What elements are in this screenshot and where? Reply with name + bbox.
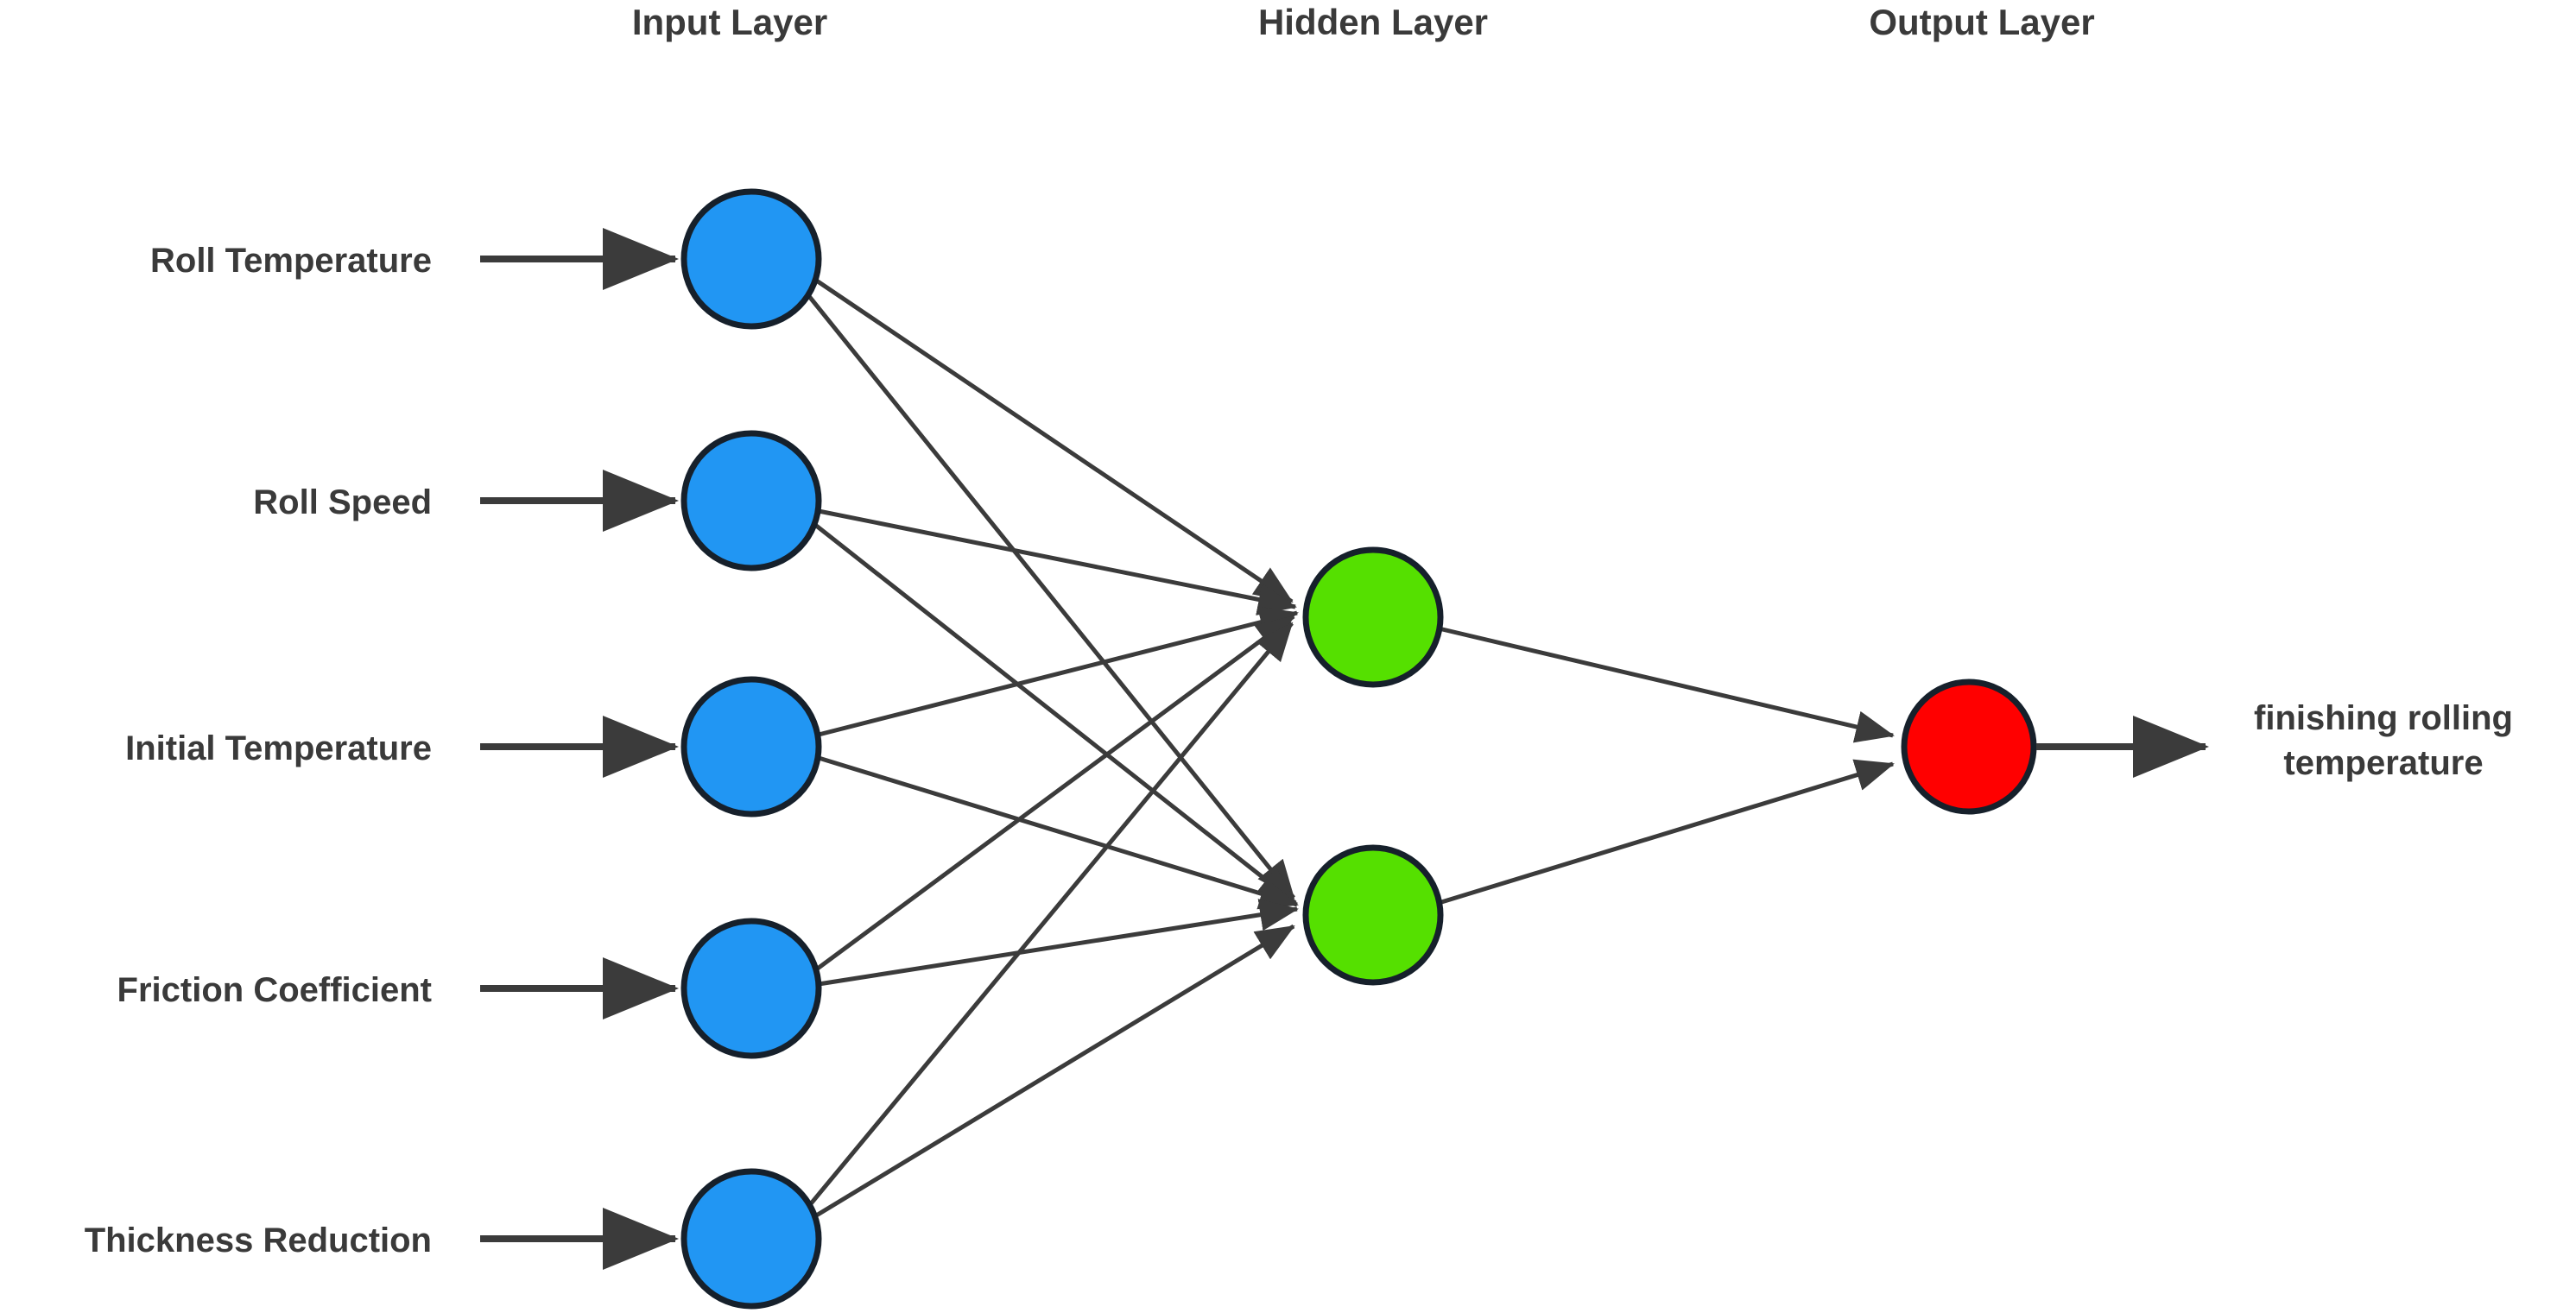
input-node-friction-coefficient[interactable] <box>680 918 822 1059</box>
hidden-layer-nodes <box>1302 546 1444 986</box>
edge-in5-h2 <box>812 924 1295 1220</box>
hidden-node-1[interactable] <box>1302 546 1444 688</box>
output-label-line-2: temperature <box>2283 744 2483 782</box>
input-layer-title: Input Layer <box>632 2 827 42</box>
hidden-to-output-edges <box>1438 626 1895 906</box>
output-node-1[interactable] <box>1901 679 2037 815</box>
input-labels-group: Roll Temperature Roll Speed Initial Temp… <box>85 242 432 1259</box>
input-layer-nodes <box>680 188 822 1310</box>
hidden-layer-title: Hidden Layer <box>1258 2 1488 42</box>
edge-in3-h2 <box>818 755 1299 910</box>
input-arrows-group <box>480 228 679 1270</box>
edge-in2-h2 <box>813 523 1297 905</box>
input-to-hidden-edges <box>807 277 1299 1220</box>
input-node-thickness-reduction[interactable] <box>680 1168 822 1310</box>
edge-in3-h1 <box>818 606 1299 737</box>
output-layer-title: Output Layer <box>1869 2 2094 42</box>
edge-in5-h1 <box>807 622 1294 1209</box>
input-node-roll-temperature[interactable] <box>680 188 822 330</box>
edge-in4-h2 <box>818 899 1299 987</box>
hidden-node-2[interactable] <box>1302 844 1444 986</box>
output-label-line-1: finishing rolling <box>2254 699 2513 737</box>
edge-in1-h2 <box>807 294 1295 900</box>
edge-in1-h1 <box>813 277 1294 604</box>
input-label-friction-coefficient: Friction Coefficient <box>117 971 432 1009</box>
input-label-roll-temperature: Roll Temperature <box>150 242 432 280</box>
input-label-initial-temperature: Initial Temperature <box>125 729 432 767</box>
input-node-initial-temperature[interactable] <box>680 676 822 817</box>
edge-h2-out1 <box>1438 759 1895 906</box>
input-label-roll-speed: Roll Speed <box>253 483 432 521</box>
edge-in2-h1 <box>818 508 1297 615</box>
edge-h1-out1 <box>1438 626 1895 743</box>
output-layer-nodes <box>1901 679 2037 815</box>
input-label-thickness-reduction: Thickness Reduction <box>85 1221 432 1259</box>
input-node-roll-speed[interactable] <box>680 430 822 571</box>
edge-in4-h1 <box>813 614 1295 973</box>
